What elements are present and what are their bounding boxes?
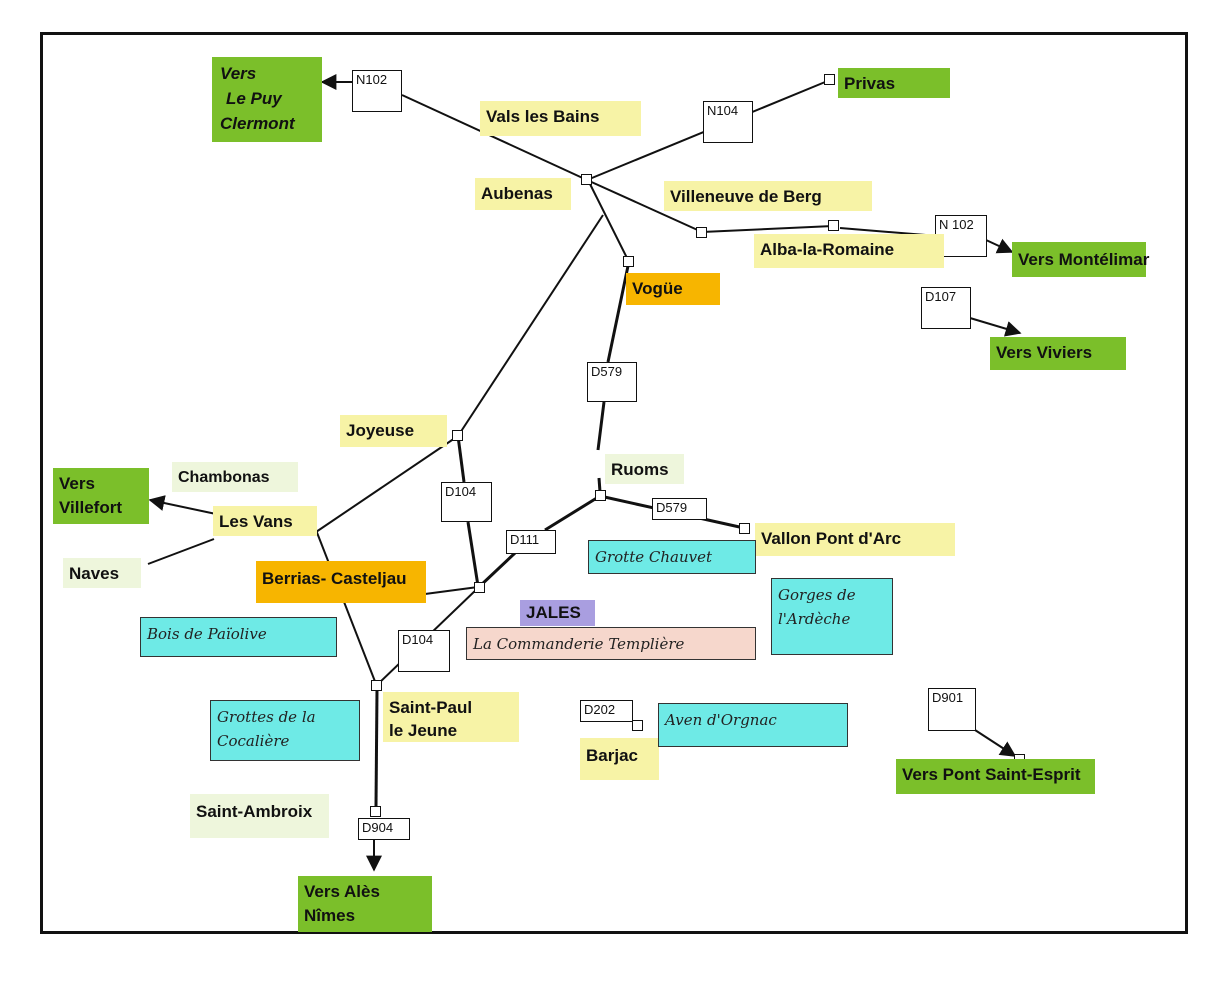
site-grottes-cocaliere: Grottes de la Cocalière xyxy=(210,700,360,761)
town-aubenas: Aubenas xyxy=(475,178,571,210)
road-vogue-d579 xyxy=(606,265,630,363)
town-jales: JALES xyxy=(520,600,595,626)
node-villeneuve xyxy=(696,227,707,238)
dest-le-puy-line1: Vers xyxy=(220,64,257,83)
town-saint-ambroix: Saint-Ambroix xyxy=(190,794,329,838)
dest-villefort-line2: Villefort xyxy=(59,498,122,517)
town-vogue: Vogüe xyxy=(626,273,720,305)
town-vals-les-bains: Vals les Bains xyxy=(480,101,641,136)
town-naves: Naves xyxy=(63,558,141,588)
node-vallon xyxy=(739,523,750,534)
road-d107-arrow xyxy=(969,317,1022,337)
dest-le-puy-line2: Le Puy xyxy=(226,89,282,108)
road-label-d104-south: D104 xyxy=(398,630,450,672)
destination-le-puy-clermont: Vers Le Puy Clermont xyxy=(212,57,322,142)
town-barjac: Barjac xyxy=(580,738,659,780)
road-n102-east-arrow xyxy=(985,238,1014,254)
node-vogue xyxy=(623,256,634,267)
town-alba-la-romaine: Alba-la-Romaine xyxy=(754,234,944,268)
road-label-n104: N104 xyxy=(703,101,753,143)
road-ruoms-d111 xyxy=(544,494,601,532)
town-les-vans: Les Vans xyxy=(213,506,317,536)
dest-le-puy-line3: Clermont xyxy=(220,114,295,133)
site-commanderie-templiere: La Commanderie Templière xyxy=(466,627,756,660)
destination-pont-saint-esprit: Vers Pont Saint-Esprit xyxy=(896,759,1095,794)
road-label-d104-north: D104 xyxy=(441,482,492,522)
town-ruoms: Ruoms xyxy=(605,454,684,484)
node-alba xyxy=(828,220,839,231)
destination-villefort: Vers Villefort xyxy=(53,468,149,524)
site-gorges-ardeche: Gorges de l'Ardèche xyxy=(771,578,893,655)
road-lesvans-villefort xyxy=(148,495,217,515)
node-saint-paul xyxy=(371,680,382,691)
node-ruoms xyxy=(595,490,606,501)
road-aubenas-villeneuve xyxy=(586,179,703,233)
road-lesvans-stpaul xyxy=(315,529,377,685)
destination-viviers: Vers Viviers xyxy=(990,337,1126,370)
destination-privas: Privas xyxy=(838,68,950,98)
road-joyeuse-lesvans xyxy=(315,435,459,533)
road-label-d901: D901 xyxy=(928,688,976,731)
town-vallon-pont-d-arc: Vallon Pont d'Arc xyxy=(755,523,955,556)
road-label-d111: D111 xyxy=(506,530,556,554)
road-joyeuse-d104 xyxy=(456,435,466,483)
node-aubenas xyxy=(581,174,592,185)
road-label-d904: D904 xyxy=(358,818,410,840)
road-label-d202: D202 xyxy=(580,700,633,722)
node-barjac xyxy=(632,720,643,731)
destination-montelimar: Vers Montélimar xyxy=(1012,242,1149,277)
town-saint-paul-line2: le Jeune xyxy=(389,721,458,740)
node-saint-ambroix xyxy=(370,806,381,817)
road-aubenas-leppuy xyxy=(401,94,588,181)
road-aubenas-joyeuse xyxy=(457,214,604,437)
site-bois-de-paiolive: Bois de Païolive xyxy=(140,617,337,657)
town-saint-paul-line1: Saint-Paul xyxy=(389,698,473,717)
destination-ales-nimes: Vers Alès Nîmes xyxy=(298,876,432,932)
node-privas xyxy=(824,74,835,85)
node-joyeuse xyxy=(452,430,463,441)
road-d111-jales xyxy=(478,551,517,588)
road-d104-jales xyxy=(466,521,480,587)
road-d901-arrow xyxy=(974,729,1017,757)
road-label-d579-north: D579 xyxy=(587,362,637,402)
site-grotte-chauvet: Grotte Chauvet xyxy=(588,540,756,574)
town-berrias-casteljau: Berrias- Casteljau xyxy=(256,561,426,603)
road-label-d579-east: D579 xyxy=(652,498,707,520)
town-saint-paul-le-jeune: Saint-Paul le Jeune xyxy=(383,692,519,742)
node-jales xyxy=(474,582,485,593)
town-chambonas: Chambonas xyxy=(172,462,298,492)
town-joyeuse: Joyeuse xyxy=(340,415,447,447)
road-label-d107: D107 xyxy=(921,287,971,329)
road-villeneuve-alba xyxy=(701,225,834,233)
road-aubenas-vogue xyxy=(589,183,629,261)
road-stpaul-stambroix xyxy=(374,689,379,807)
road-label-n102-west: N102 xyxy=(352,70,402,112)
road-d579-ruoms xyxy=(596,401,606,451)
road-lesvans-naves xyxy=(147,538,215,565)
dest-villefort-line1: Vers xyxy=(59,474,95,493)
town-villeneuve-de-berg: Villeneuve de Berg xyxy=(664,181,872,211)
road-jales-berrias xyxy=(424,586,479,595)
dest-ales-line2: Nîmes xyxy=(304,906,356,925)
dest-ales-line1: Vers Alès xyxy=(304,882,380,901)
site-aven-orgnac: Aven d'Orgnac xyxy=(658,703,848,747)
road-ruoms-node xyxy=(597,477,602,493)
